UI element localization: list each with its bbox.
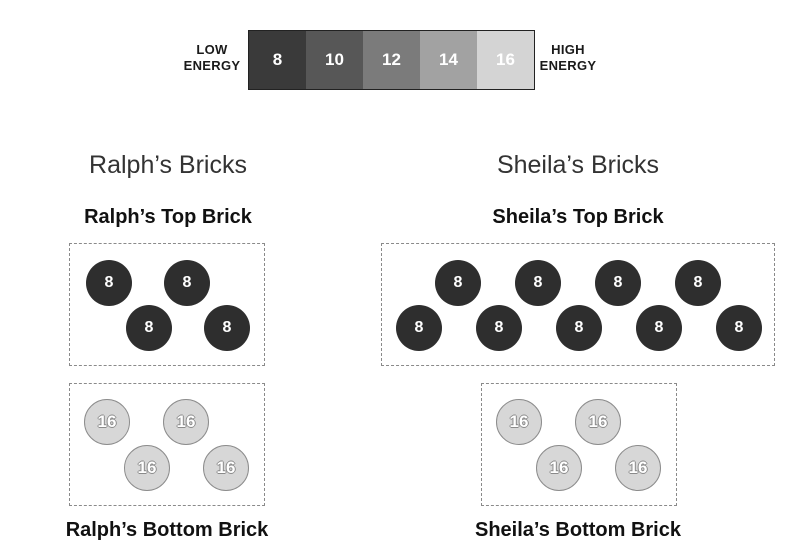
energy-ball-16: 16: [496, 399, 542, 445]
scale-cell-8: 8: [249, 31, 306, 89]
energy-ball-16: 16: [163, 399, 209, 445]
energy-ball-8: 8: [636, 305, 682, 351]
energy-ball-8: 8: [126, 305, 172, 351]
sheila-top-brick-title: Sheila’s Top Brick: [492, 206, 664, 228]
ralph-top-brick-title: Ralph’s Top Brick: [84, 206, 252, 228]
ralph-bricks-title: Ralph’s Bricks: [89, 151, 247, 179]
energy-ball-16: 16: [203, 445, 249, 491]
energy-ball-16: 16: [575, 399, 621, 445]
energy-ball-8: 8: [595, 260, 641, 306]
energy-ball-8: 8: [164, 260, 210, 306]
scale-cell-10: 10: [306, 31, 363, 89]
energy-ball-8: 8: [435, 260, 481, 306]
high-label-line2: ENERGY: [539, 58, 597, 73]
energy-ball-8: 8: [675, 260, 721, 306]
energy-ball-8: 8: [396, 305, 442, 351]
scale-cell-14: 14: [420, 31, 477, 89]
energy-ball-16: 16: [615, 445, 661, 491]
ralph-bottom-brick-title: Ralph’s Bottom Brick: [65, 519, 269, 541]
low-label-line1: LOW: [196, 42, 228, 57]
high-label-line1: HIGH: [551, 42, 585, 57]
sheila-bricks-title: Sheila’s Bricks: [496, 151, 660, 179]
energy-ball-8: 8: [556, 305, 602, 351]
scale-cell-16: 16: [477, 31, 534, 89]
energy-ball-16: 16: [536, 445, 582, 491]
energy-ball-8: 8: [716, 305, 762, 351]
energy-scale-bar: 8 10 12 14 16: [248, 30, 535, 90]
low-energy-label: LOW ENERGY: [178, 42, 246, 74]
energy-ball-16: 16: [124, 445, 170, 491]
low-label-line2: ENERGY: [183, 58, 241, 73]
energy-ball-8: 8: [86, 260, 132, 306]
sheila-bottom-brick-title: Sheila’s Bottom Brick: [475, 519, 681, 541]
scale-cell-12: 12: [363, 31, 420, 89]
high-energy-label: HIGH ENERGY: [534, 42, 602, 74]
energy-ball-8: 8: [476, 305, 522, 351]
energy-ball-8: 8: [515, 260, 561, 306]
energy-ball-8: 8: [204, 305, 250, 351]
energy-ball-16: 16: [84, 399, 130, 445]
